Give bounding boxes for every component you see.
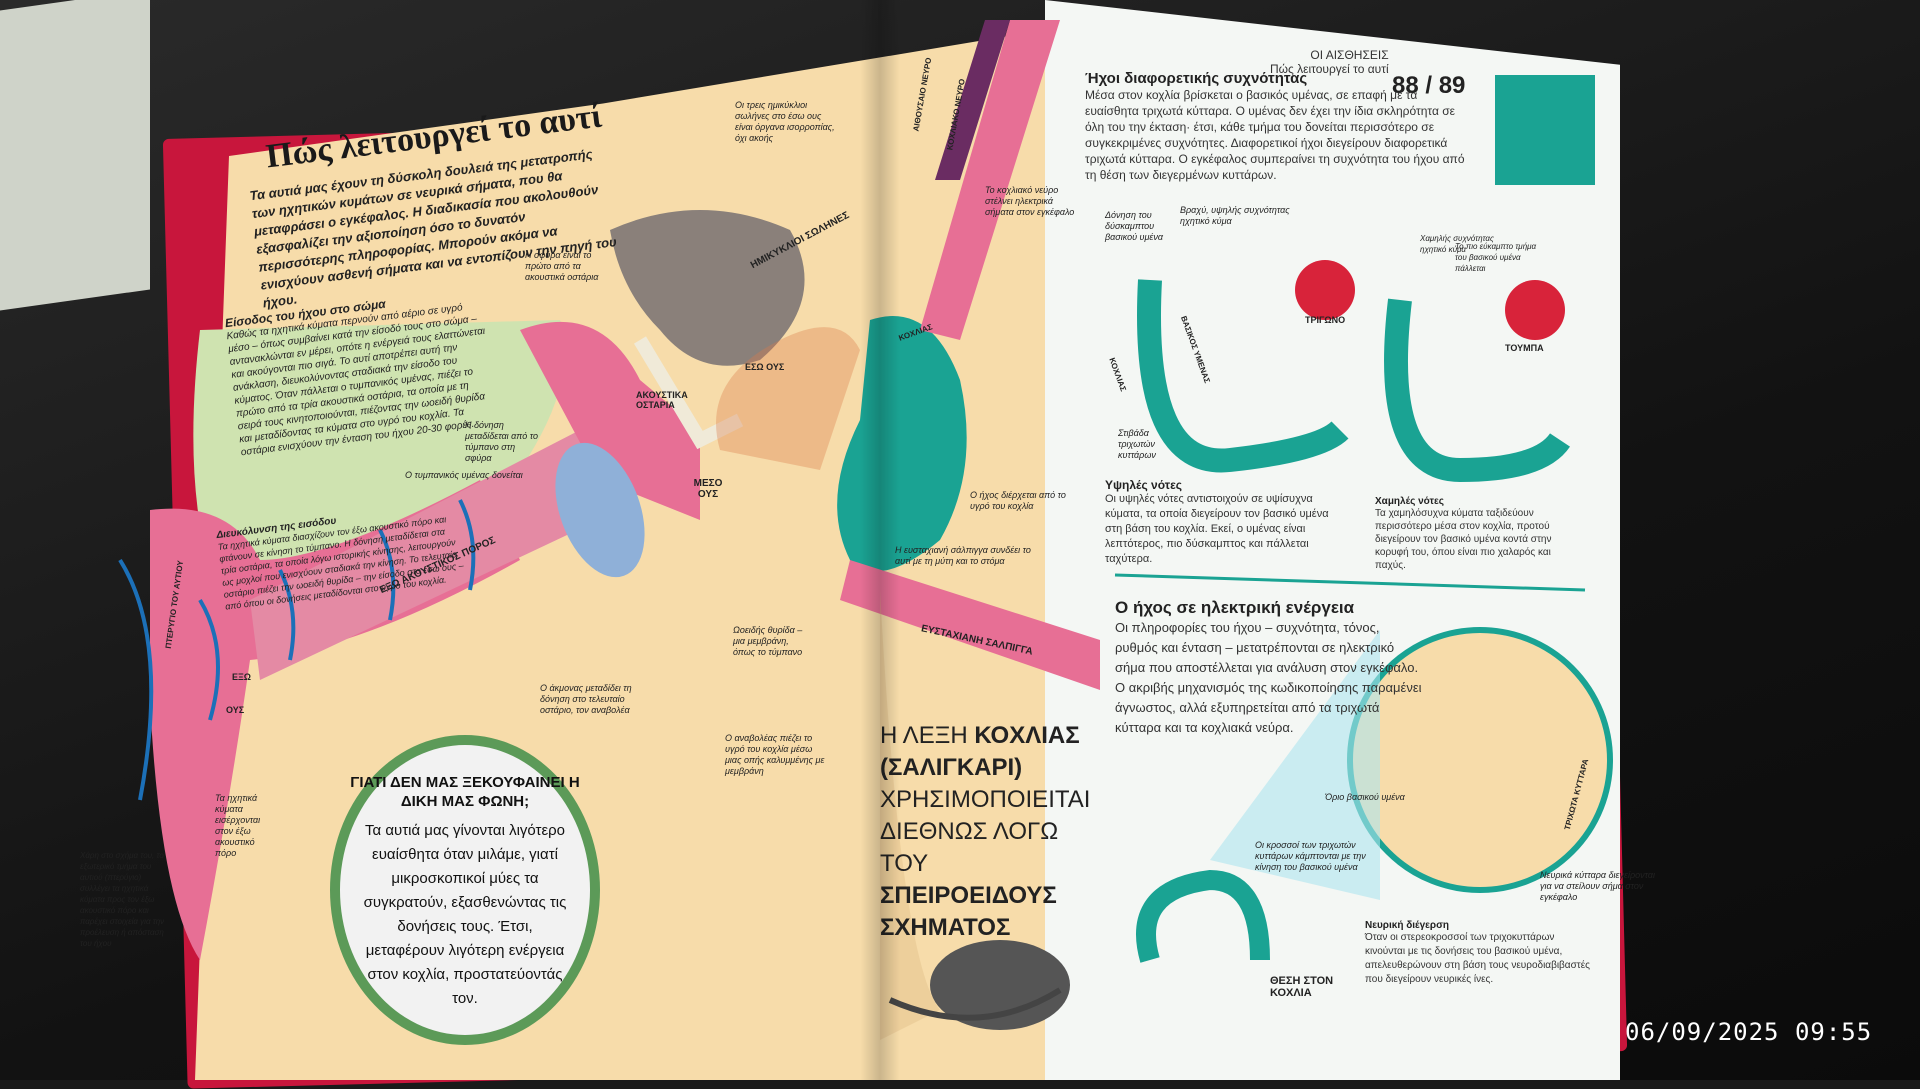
label-middle-ear: ΜΕΣΟ ΟΥΣ bbox=[693, 478, 723, 500]
voice-question-bubble: ΓΙΑΤΙ ΔΕΝ ΜΑΣ ΞΕΚΟΥΦΑΙΝΕΙ Η ΔΙΚΗ ΜΑΣ ΦΩΝ… bbox=[330, 735, 600, 1045]
label-membrane-border: Όριο βασικού υμένα bbox=[1325, 792, 1405, 802]
label-cochlear-nerve-note: Το κοχλιακό νεύρο στέλνει ηλεκτρικά σήμα… bbox=[985, 185, 1075, 217]
high-notes-title: Υψηλές νότες bbox=[1105, 478, 1182, 492]
magnify-cone bbox=[1210, 630, 1380, 900]
tuba-instrument-icon bbox=[1505, 280, 1565, 340]
eustachian-tube-shape bbox=[840, 560, 1100, 690]
label-waves: Τα ηχητικά κύματα εισέρχονται στον έξω α… bbox=[215, 793, 261, 858]
background-blob bbox=[193, 320, 566, 600]
header-section: ΟΙ ΑΙΣΘΗΣΕΙΣ bbox=[1310, 48, 1389, 62]
ear-section-tab-icon bbox=[1495, 75, 1595, 185]
ossicles-shape bbox=[633, 336, 744, 450]
section-divider bbox=[1114, 573, 1586, 592]
cochlea-position-diagram bbox=[1136, 869, 1270, 963]
label-triangle: ΤΡΙΓΩΝΟ bbox=[1305, 315, 1346, 325]
label-canals: Οι τρεις ημικύκλιοι σωλήνες στο έσω ους … bbox=[735, 100, 835, 143]
neural-text: Όταν οι στερεοκροσσοί των τριχοκυττάρων … bbox=[1365, 932, 1590, 985]
high-notes-section: Υψηλές νότες Οι υψηλές νότες αντιστοιχού… bbox=[1105, 478, 1345, 567]
nerve-inner-shape bbox=[935, 20, 1010, 180]
label-oval-window: Ωοειδής θυρίδα – μια μεμβράνη, όπως το τ… bbox=[733, 625, 803, 657]
label-tufts: Οι κροσσοί των τριχωτών κυττάρων κάμπτον… bbox=[1255, 840, 1366, 872]
neural-section: Νευρική διέγερση Όταν οι στερεοκροσσοί τ… bbox=[1365, 920, 1590, 987]
electric-text: Οι πληροφορίες του ήχου – συχνότητα, τόν… bbox=[1115, 620, 1422, 735]
label-nerve-cells: Νευρικά κύτταρα διεγείρονται για να στεί… bbox=[1540, 870, 1655, 902]
page-numbers: 88 / 89 bbox=[1392, 72, 1466, 99]
label-tuba: ΤΟΥΜΠΑ bbox=[1505, 343, 1544, 353]
label-eustachian-note: Η ευσταχιανή σάλπιγγα συνδέει το αυτί με… bbox=[895, 545, 1031, 566]
ear-canal-shape bbox=[250, 430, 620, 680]
semicircular-canals-shape bbox=[610, 210, 805, 366]
running-header: ΟΙ ΑΙΣΘΗΣΕΙΣ Πώς λειτουργεί το αυτί bbox=[1270, 48, 1389, 76]
cochlea-shape bbox=[837, 316, 967, 572]
sound-wave-3 bbox=[278, 569, 296, 661]
label-inner-ear: ΕΣΩ ΟΥΣ bbox=[745, 362, 785, 372]
page-fold bbox=[880, 590, 940, 1040]
cochlea-high-diagram bbox=[1137, 279, 1349, 473]
low-notes-section: Χαμηλές νότες Τα χαμηλόσυχνα κύματα ταξι… bbox=[1375, 496, 1575, 572]
fact-part-3: ΧΡΗΣΙΜΟΠΟΙΕΙΤΑΙ ΔΙΕΘΝΩΣ ΛΟΓΩ ΤΟΥ bbox=[880, 786, 1091, 877]
label-pinna-note: Χάρη στο σχήμα του, το εξωτερικό τμήμα τ… bbox=[80, 851, 165, 948]
label-hair-layer: Στιβάδα τριχωτών κυττάρων bbox=[1118, 428, 1156, 460]
photo-timestamp: 06/09/2025 09:55 bbox=[1625, 1018, 1873, 1046]
label-outer-1: ΕΞΩ bbox=[232, 672, 252, 682]
sound-wave-1 bbox=[118, 558, 154, 801]
electric-section: Ο ήχος σε ηλεκτρική ενέργεια Οι πληροφορ… bbox=[1115, 598, 1425, 738]
low-notes-text: Τα χαμηλόσυχνα κύματα ταξιδεύουν περισσό… bbox=[1375, 508, 1552, 571]
label-ossicles: ΑΚΟΥΣΤΙΚΑ ΟΣΤΑΡΙΑ bbox=[636, 390, 688, 410]
label-anvil: Ο άκμονας μεταδίδει τη δόνηση στο τελευτ… bbox=[540, 683, 632, 715]
frequency-title: Ήχοι διαφορετικής συχνότητας bbox=[1085, 70, 1308, 87]
frequency-section: Ήχοι διαφορετικής συχνότητας Μέσα στον κ… bbox=[1085, 70, 1470, 183]
label-stiff-membrane: Δόνηση του δύσκαμπτου βασικού υμένα bbox=[1105, 210, 1164, 242]
inner-ear-blob bbox=[716, 327, 860, 470]
bubble-question: ΓΙΑΤΙ ΔΕΝ ΜΑΣ ΞΕΚΟΥΦΑΙΝΕΙ Η ΔΙΚΗ ΜΑΣ ΦΩΝ… bbox=[350, 774, 580, 810]
cochlea-low-diagram bbox=[1384, 298, 1570, 483]
label-position: ΘΕΣΗ ΣΤΟΝ ΚΟΧΛΙΑ bbox=[1270, 975, 1334, 999]
snail-body-icon bbox=[888, 987, 1062, 1021]
label-fluid: Ο ήχος διέρχεται από το υγρό του κοχλία bbox=[970, 490, 1066, 511]
low-notes-title: Χαμηλές νότες bbox=[1375, 496, 1444, 507]
frequency-text: Μέσα στον κοχλία βρίσκεται ο βασικός υμέ… bbox=[1085, 88, 1465, 182]
book-gutter bbox=[860, 0, 900, 1080]
fact-part-4: ΣΠΕΙΡΟΕΙΔΟΥΣ ΣΧΗΜΑΤΟΣ bbox=[880, 882, 1057, 941]
eardrum-shape bbox=[555, 442, 645, 578]
header-chapter: Πώς λειτουργεί το αυτί bbox=[1270, 62, 1389, 76]
neural-title: Νευρική διέγερση bbox=[1365, 920, 1450, 931]
label-flexible: Το πιο εύκαμπτο τμήμα του βασικού υμένα … bbox=[1455, 242, 1537, 273]
label-eardrum: Ο τυμπανικός υμένας δονείται bbox=[405, 470, 523, 480]
label-stirrup: Ο αναβολέας πιέζει το υγρό του κοχλία μέ… bbox=[725, 733, 825, 776]
cochlea-fact: Η ΛΕΞΗ ΚΟΧΛΙΑΣ (ΣΑΛΙΓΚΑΡΙ) ΧΡΗΣΙΜΟΠΟΙΕΙΤ… bbox=[880, 720, 1090, 944]
fact-part-2: ΚΟΧΛΙΑΣ (ΣΑΛΙΓΚΑΡΙ) bbox=[880, 722, 1080, 781]
label-short-wave: Βραχύ, υψηλής συχνότητας ηχητικό κύμα bbox=[1180, 205, 1290, 226]
fact-part-1: Η ΛΕΞΗ bbox=[880, 722, 975, 749]
label-outer-2: ΟΥΣ bbox=[226, 705, 245, 715]
sound-wave-2 bbox=[198, 598, 220, 721]
sound-wave-5 bbox=[458, 499, 476, 591]
sound-wave-4 bbox=[378, 529, 396, 621]
high-notes-text: Οι υψηλές νότες αντιστοιχούν σε υψίσυχνα… bbox=[1105, 493, 1329, 565]
label-low-wave: Χαμηλής συχνότητας ηχητικό κύμα bbox=[1420, 234, 1494, 254]
triangle-instrument-icon bbox=[1295, 260, 1355, 320]
label-hammer: Η σφύρα είναι το πρώτο από τα ακουστικά … bbox=[525, 250, 599, 282]
cochlear-nerve-shape bbox=[920, 20, 1060, 340]
bubble-answer: Τα αυτιά μας γίνονται λιγότερο ευαίσθητα… bbox=[363, 822, 567, 1007]
electric-title: Ο ήχος σε ηλεκτρική ενέργεια bbox=[1115, 598, 1355, 617]
snail-shell-icon bbox=[930, 940, 1070, 1030]
label-vibration: Η δόνηση μεταδίδεται από το τύμπανο στη … bbox=[465, 420, 538, 463]
middle-ear-shape bbox=[520, 321, 700, 520]
